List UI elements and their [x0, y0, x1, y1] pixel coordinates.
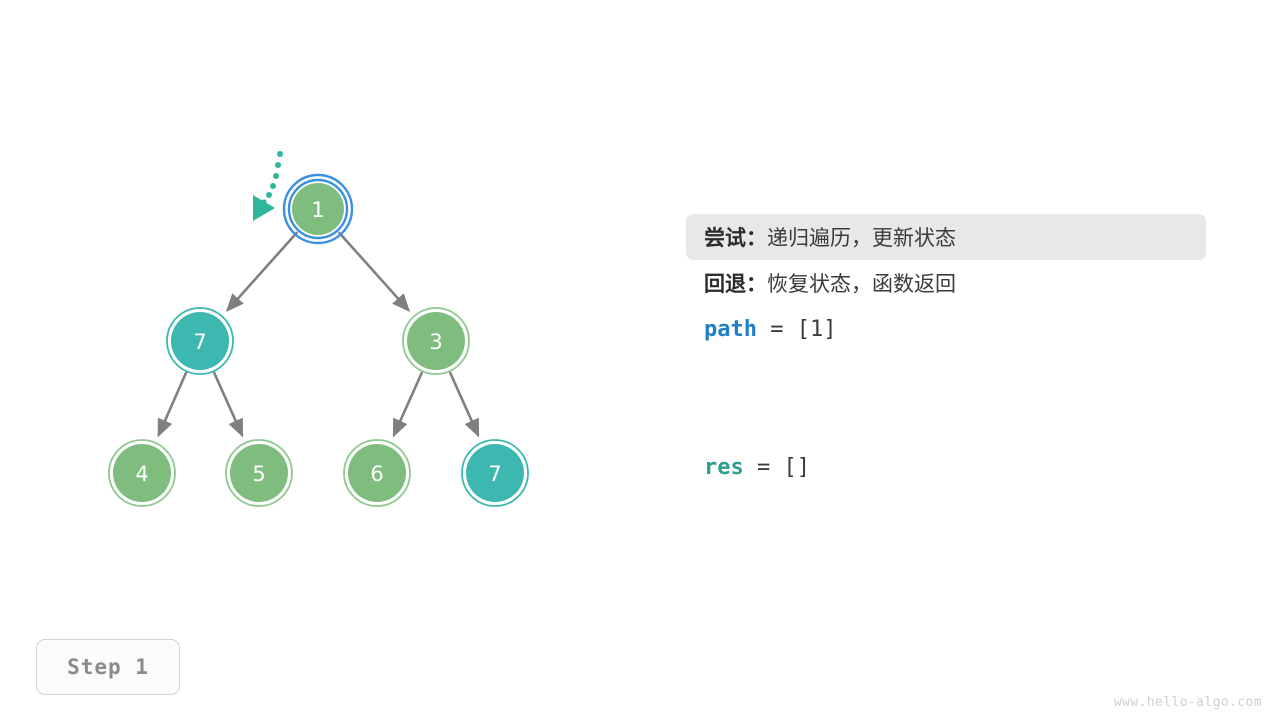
info-spacer: [686, 352, 1206, 398]
tree-edge: [392, 371, 424, 438]
info-row-label: 回退：: [704, 272, 767, 296]
node-circle: [466, 444, 524, 502]
node-circle: [230, 444, 288, 502]
variable-value: [1]: [796, 316, 837, 342]
pointer-trail-dot: [266, 192, 272, 198]
info-row-label: 尝试：: [704, 226, 767, 250]
watermark: www.hello-algo.com: [1114, 695, 1262, 710]
equals-sign: =: [743, 454, 784, 480]
variable-value: []: [783, 454, 811, 480]
node-outline-ring: [461, 439, 529, 507]
info-row-text: 恢复状态，函数返回: [767, 272, 956, 296]
tree-edge: [225, 231, 299, 312]
tree-edges: [157, 231, 480, 438]
node-circle: [171, 312, 229, 370]
traversal-pointer: [253, 151, 283, 221]
variable-name: path: [704, 316, 757, 342]
step-badge-label: Step 1: [67, 655, 149, 679]
variable-row-path: path = [1]: [686, 306, 1206, 352]
pointer-trail-dot: [277, 151, 283, 157]
tree-edge: [157, 371, 188, 438]
tree-node[interactable]: 1: [282, 173, 354, 245]
tree-edge: [337, 231, 411, 312]
node-circle: [348, 444, 406, 502]
info-row-active: 尝试：递归遍历，更新状态: [686, 214, 1206, 260]
pointer-trail-dot: [275, 162, 281, 168]
tree-edge: [212, 371, 244, 438]
tree-node[interactable]: 7: [166, 307, 234, 375]
node-outline-ring: [166, 307, 234, 375]
node-outline-ring: [225, 439, 293, 507]
node-active-ring: [282, 173, 354, 245]
watermark-text: www.hello-algo.com: [1113, 695, 1262, 710]
node-active-ring-inner: [287, 178, 349, 240]
equals-sign: =: [756, 316, 797, 342]
tree-node[interactable]: 4: [108, 439, 176, 507]
pointer-trail-dot: [273, 173, 279, 179]
step-badge: Step 1: [36, 639, 180, 695]
tree-node[interactable]: 3: [402, 307, 470, 375]
tree-edge: [448, 371, 480, 438]
node-circle: [292, 183, 344, 235]
node-outline-ring: [108, 439, 176, 507]
variable-row-res: res = []: [686, 444, 1206, 490]
pointer-triangle-icon: [253, 195, 275, 221]
node-outline-ring: [402, 307, 470, 375]
info-row-text: 递归遍历，更新状态: [767, 226, 956, 250]
pointer-trail-dot: [270, 183, 276, 189]
variable-name: res: [704, 454, 744, 480]
node-outline-ring: [343, 439, 411, 507]
node-circle: [113, 444, 171, 502]
node-circle: [407, 312, 465, 370]
tree-node[interactable]: 6: [343, 439, 411, 507]
tree-node[interactable]: 5: [225, 439, 293, 507]
tree-node[interactable]: 7: [461, 439, 529, 507]
info-spacer: [686, 398, 1206, 444]
info-row: 回退：恢复状态，函数返回: [686, 260, 1206, 306]
